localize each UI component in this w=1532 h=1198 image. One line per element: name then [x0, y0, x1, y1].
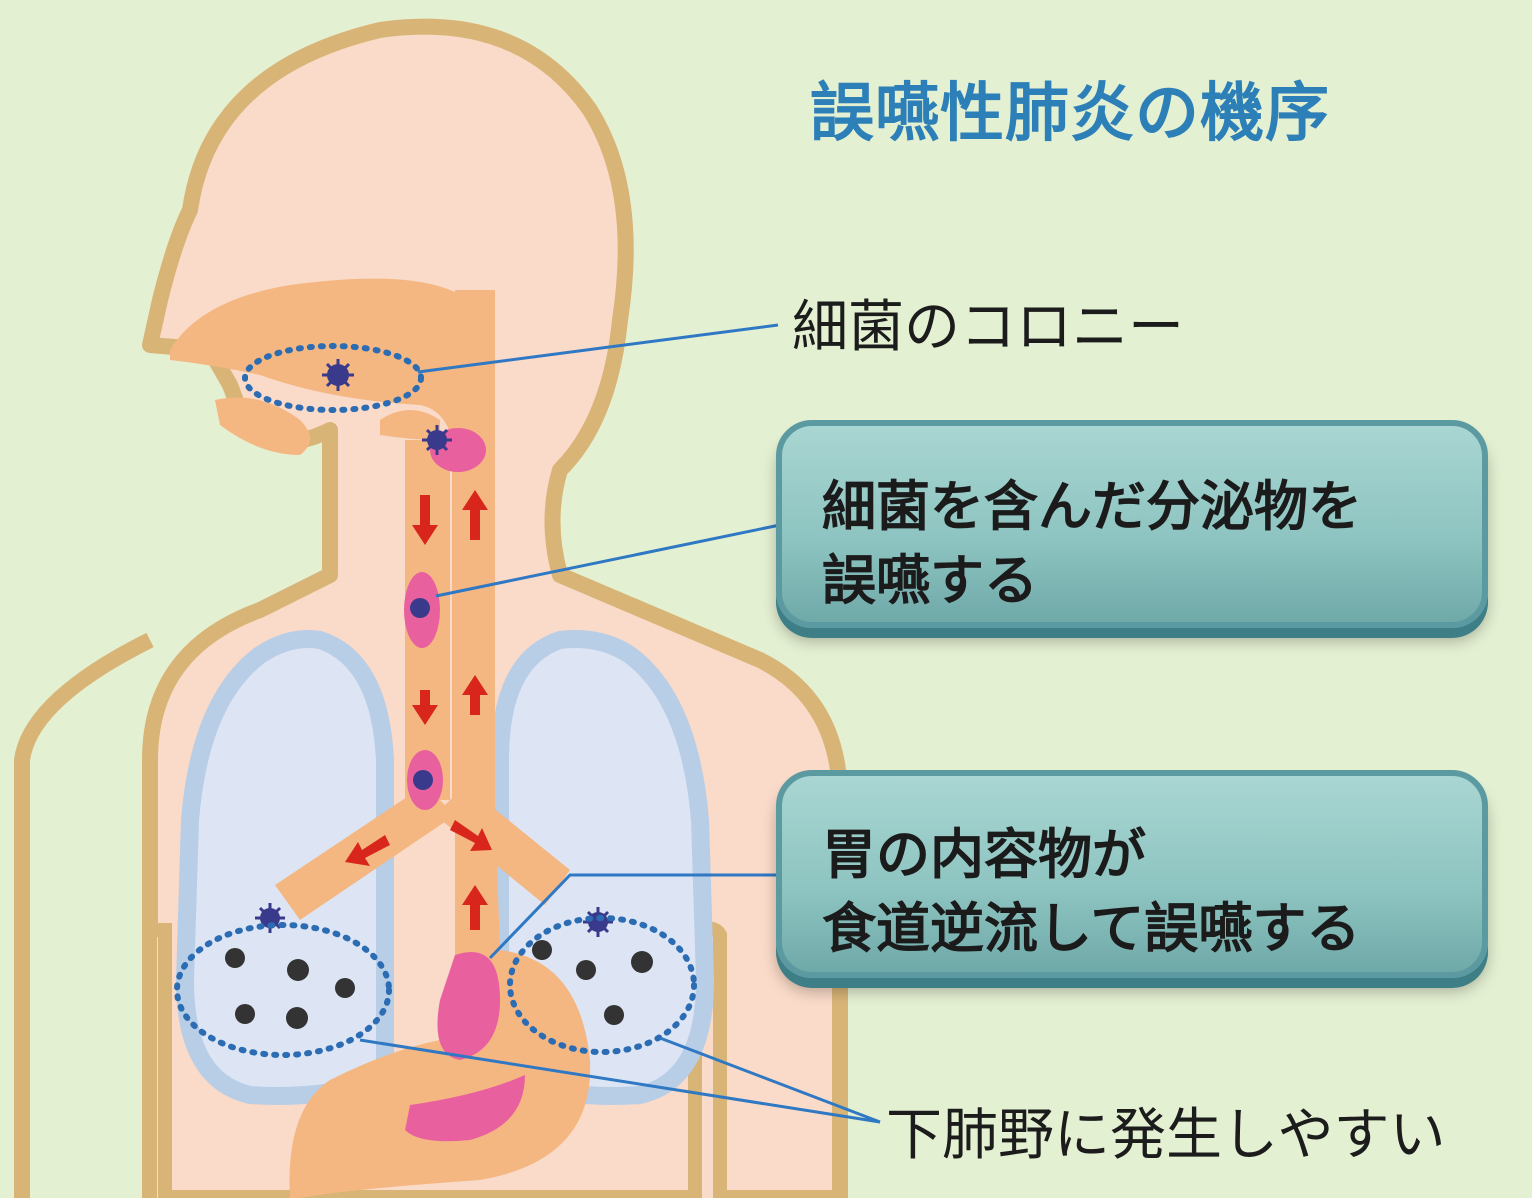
reflux-callout-line1: 胃の内容物が	[822, 810, 1146, 889]
reflux-callout-line2: 食道逆流して誤嚥する	[822, 884, 1360, 963]
bacterium	[631, 951, 653, 973]
bacterium	[413, 770, 433, 790]
secretion-callout-line1: 細菌を含んだ分泌物を	[822, 462, 1362, 541]
bacterium	[225, 948, 245, 968]
bacterium	[410, 598, 430, 618]
page-title: 誤嚥性肺炎の機序	[810, 62, 1330, 154]
lower-lung-label: 下肺野に発生しやすい	[886, 1090, 1445, 1171]
secretion-callout-line2: 誤嚥する	[822, 536, 1038, 615]
esophagus	[455, 290, 495, 810]
left-arm-line	[22, 640, 150, 1198]
bacterium	[286, 1007, 308, 1029]
reflux-callout: 胃の内容物が 食道逆流して誤嚥する	[776, 770, 1488, 978]
bacterium	[604, 1005, 624, 1025]
left-arm-inner	[150, 930, 165, 1198]
bacterium	[576, 960, 596, 980]
bacterium	[335, 978, 355, 998]
bacterium	[235, 1004, 255, 1024]
bacterium	[287, 959, 309, 981]
colony-label: 細菌のコロニー	[792, 282, 1184, 363]
secretion-callout: 細菌を含んだ分泌物を 誤嚥する	[776, 420, 1488, 628]
bacterium	[532, 940, 552, 960]
